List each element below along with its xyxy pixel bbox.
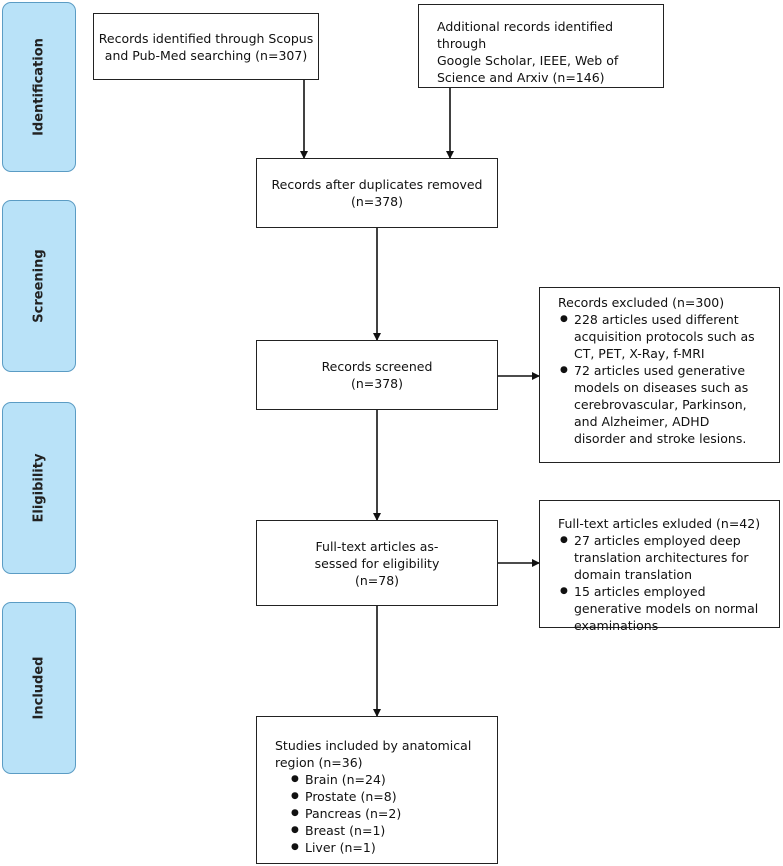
screened-line-2: (n=378) — [350, 376, 403, 391]
fulltext-excluded-title: Full-text articles exluded (n=42) — [558, 516, 761, 531]
box-scopus-records: Records identified through Scopus and Pu… — [93, 13, 319, 80]
included-line-1: Studies included by anatomical — [275, 738, 472, 753]
box-fulltext-assessed: Full-text articles as- sessed for eligib… — [256, 520, 498, 606]
box-duplicates-removed: Records after duplicates removed (n=378) — [256, 158, 498, 228]
duplicates-line-1: Records after duplicates removed — [271, 177, 483, 192]
additional-line-3: Science and Arxiv (n=146) — [437, 70, 605, 85]
excluded-item: 72 articles used generative models on di… — [560, 362, 761, 447]
additional-line-2: Google Scholar, IEEE, Web of — [437, 53, 619, 68]
excluded-list: 228 articles used different acquisition … — [558, 311, 761, 447]
included-list: Brain (n=24) Prostate (n=8) Pancreas (n=… — [275, 771, 479, 856]
phase-eligibility: Eligibility — [2, 402, 76, 574]
box-records-screened: Records screened (n=378) — [256, 340, 498, 410]
additional-line-1: Additional records identified through — [437, 19, 614, 51]
box-fulltext-excluded: Full-text articles exluded (n=42) 27 art… — [539, 500, 780, 633]
box-additional-records: Additional records identified through Go… — [418, 4, 664, 88]
fulltext-excluded-item: 15 articles employed generative models o… — [560, 583, 761, 634]
scopus-line-2: and Pub-Med searching (n=307) — [104, 47, 308, 63]
excluded-title: Records excluded (n=300) — [558, 295, 725, 310]
included-item-liver: Liver (n=1) — [291, 839, 479, 856]
box-records-excluded: Records excluded (n=300) 228 articles us… — [539, 287, 780, 463]
phase-included: Included — [2, 602, 76, 774]
excluded-item: 228 articles used different acquisition … — [560, 311, 761, 362]
fulltext-line-1: Full-text articles as- — [315, 538, 439, 554]
fulltext-line-2: sessed for eligibility — [314, 555, 440, 571]
box-studies-included: Studies included by anatomical region (n… — [256, 716, 498, 864]
fulltext-line-3: (n=78) — [354, 572, 400, 588]
included-item-breast: Breast (n=1) — [291, 822, 479, 839]
phase-screening: Screening — [2, 200, 76, 372]
included-item-brain: Brain (n=24) — [291, 771, 479, 788]
included-line-2: region (n=36) — [275, 755, 363, 770]
phase-identification: Identification — [2, 2, 76, 172]
included-item-prostate: Prostate (n=8) — [291, 788, 479, 805]
duplicates-line-2: (n=378) — [350, 194, 403, 209]
fulltext-excluded-item: 27 articles employed deep translation ar… — [560, 532, 761, 583]
screened-line-1: Records screened — [321, 359, 433, 374]
fulltext-excluded-list: 27 articles employed deep translation ar… — [558, 532, 761, 634]
included-item-pancreas: Pancreas (n=2) — [291, 805, 479, 822]
scopus-line-1: Records identified through Scopus — [98, 30, 314, 46]
